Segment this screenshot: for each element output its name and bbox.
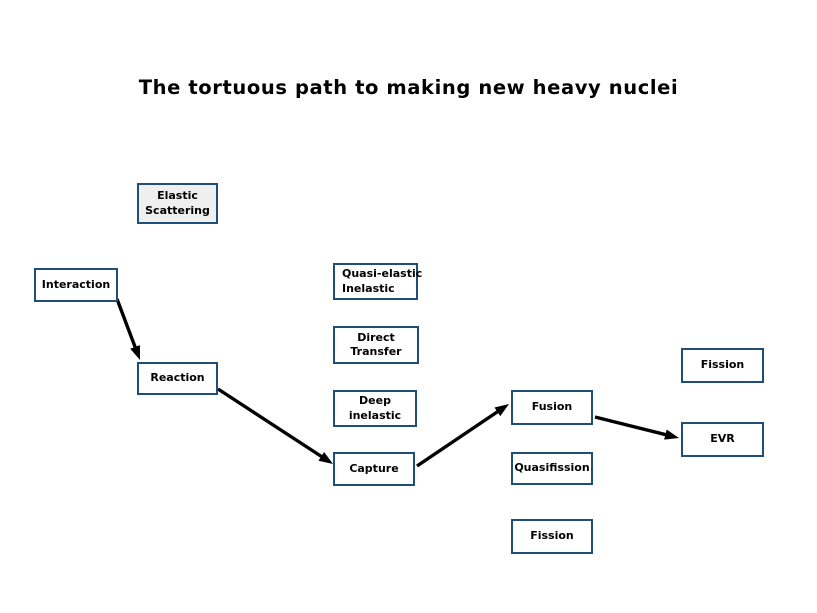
page-title: The tortuous path to making new heavy nu… — [138, 76, 679, 99]
node-fission-middle[interactable]: Fission — [511, 519, 593, 554]
node-label: Fusion — [531, 400, 573, 414]
arrow-capture-to-fusion — [416, 404, 509, 468]
node-label: Elastic — [157, 189, 198, 203]
node-quasifission[interactable]: Quasifission — [511, 452, 593, 485]
node-label: Reaction — [150, 371, 205, 385]
arrow-interaction-to-reaction — [115, 298, 140, 360]
node-reaction[interactable]: Reaction — [137, 362, 218, 395]
arrow-reaction-to-capture — [217, 387, 333, 464]
node-capture[interactable]: Capture — [333, 452, 415, 486]
node-label: Fission — [700, 358, 745, 372]
node-fission-right[interactable]: Fission — [681, 348, 764, 383]
node-interaction[interactable]: Interaction — [34, 268, 118, 302]
node-label: Quasi-elastic — [342, 267, 423, 281]
node-label: Direct — [357, 330, 395, 344]
node-label: Transfer — [350, 345, 402, 358]
node-fusion[interactable]: Fusion — [511, 390, 593, 425]
node-label: Quasifission — [514, 461, 590, 475]
node-label: Deep — [359, 394, 391, 408]
node-label: Fission — [530, 529, 574, 543]
node-label: Scattering — [145, 203, 210, 217]
node-label: Inelastic — [342, 281, 395, 295]
node-label: Capture — [349, 461, 399, 475]
node-label: EVR — [710, 432, 735, 446]
node-label: inelastic — [348, 408, 402, 422]
arrow-fusion-to-evr — [594, 415, 679, 440]
node-evr[interactable]: EVR — [681, 422, 764, 457]
node-label: Interaction — [41, 277, 111, 291]
